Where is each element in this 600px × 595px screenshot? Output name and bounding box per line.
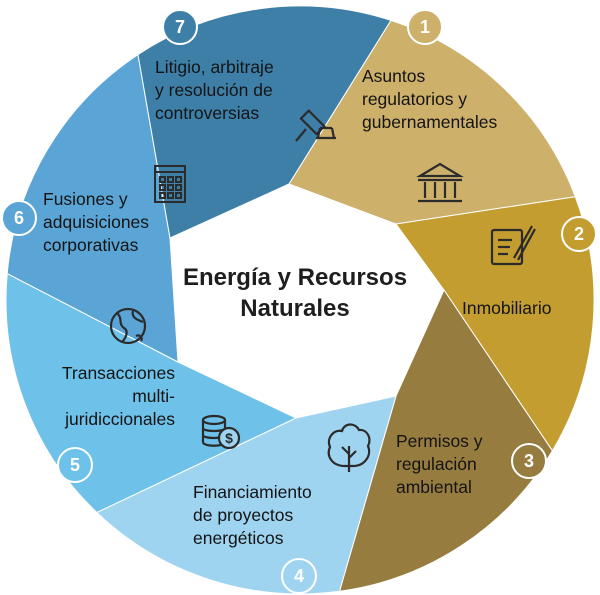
gavel-icon	[295, 109, 336, 142]
segment-5-label: Transacciones multi- juridiccionales	[61, 363, 175, 429]
segment-2-number-badge: 2	[561, 216, 597, 252]
tree-icon	[327, 423, 371, 472]
globe-icon	[109, 307, 147, 345]
segment-4-number-badge: 4	[281, 558, 317, 594]
coins-dollar-icon: $	[201, 414, 241, 450]
segment-1-label: Asuntos regulatorios y gubernamentales	[362, 66, 498, 132]
segment-7-label: Litigio, arbitraje y resolución de contr…	[155, 57, 274, 123]
segment-1-number-badge: 1	[407, 9, 443, 45]
svg-text:$: $	[225, 430, 233, 446]
segment-7-number-badge: 7	[162, 9, 198, 45]
segment-2-label: Inmobiliario	[462, 298, 552, 318]
document-pen-icon	[490, 225, 536, 266]
center-hole	[170, 184, 444, 418]
segment-6-label: Fusiones y adquisiciones corporativas	[43, 189, 150, 255]
center-title-line1: Energía y Recursos	[182, 264, 408, 291]
segment-4-label: Financiamiento de proyectos energéticos	[193, 482, 312, 548]
segment-6-number-badge: 6	[1, 200, 37, 236]
segment-3-label: Permisos y regulación ambiental	[396, 431, 483, 497]
segment-3-number-badge: 3	[511, 443, 547, 479]
center-title-line2: Naturales	[240, 295, 350, 322]
center-title: Energía y Recursos Naturales	[170, 262, 420, 324]
office-building-icon	[154, 165, 186, 203]
government-building-icon	[416, 162, 464, 203]
segment-5-number-badge: 5	[57, 447, 93, 483]
